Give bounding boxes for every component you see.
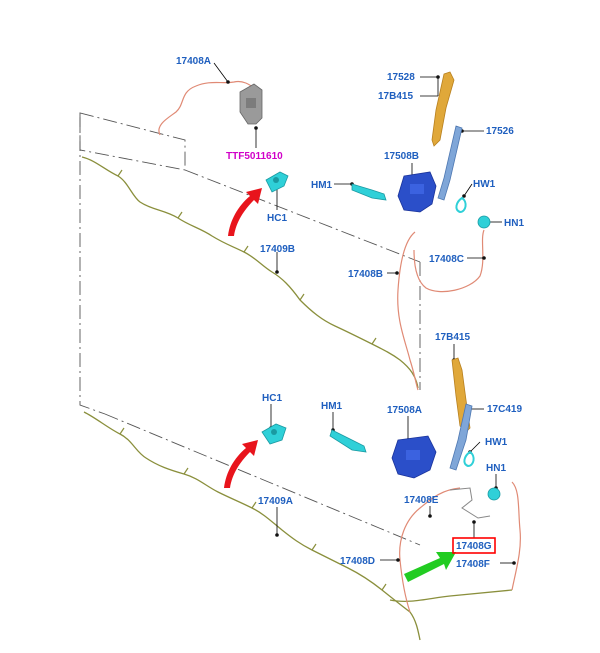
label-hn1-bottom[interactable]: HN1 [486,463,506,474]
label-17526[interactable]: 17526 [486,126,514,137]
washer-hose-bottom [463,450,475,468]
label-ttf5011610[interactable]: TTF5011610 [226,151,283,162]
harness-clips [117,169,387,591]
label-17408e[interactable]: 17408E [404,495,439,506]
label-17409b[interactable]: 17409B [260,244,295,255]
label-17408c[interactable]: 17408C [429,254,464,265]
leader-dots [226,75,516,565]
label-hw1-bottom[interactable]: HW1 [485,437,508,448]
wiper-arm-top [437,125,463,201]
label-17528[interactable]: 17528 [387,72,415,83]
tube-17408f [511,481,521,591]
harness-17409a [83,411,421,641]
washer-hose-top [455,196,467,214]
label-17408g[interactable]: 17408G [456,541,492,552]
red-arrow-icon [228,188,262,236]
tube-17408d [399,487,461,613]
tube-17408e [449,487,491,519]
harness-17409b [81,156,419,389]
harness-17409a-branch [389,589,513,602]
wiper-motor-bottom [391,435,437,479]
green-arrow-icon [404,552,456,582]
label-hm1-bottom[interactable]: HM1 [321,401,343,412]
label-17508b[interactable]: 17508B [384,151,419,162]
label-hn1-top[interactable]: HN1 [504,218,524,229]
label-17b415-top[interactable]: 17B415 [378,91,413,102]
red-arrow-icon [224,440,258,488]
label-hm1-top[interactable]: HM1 [311,180,333,191]
tube-17408c [413,229,485,293]
connector-hm-top [351,183,387,201]
label-hw1-top[interactable]: HW1 [473,179,496,190]
hose-clip-top [265,171,289,193]
label-hc1-top[interactable]: HC1 [267,213,287,224]
wiper-arm-bottom [449,403,473,471]
label-17508a[interactable]: 17508A [387,405,422,416]
tube-17408b [397,231,419,391]
label-17409a[interactable]: 17409A [258,496,293,507]
hose-clip-bottom [261,423,287,445]
bracket-part [239,83,263,125]
label-17c419[interactable]: 17C419 [487,404,522,415]
label-hc1-bottom[interactable]: HC1 [262,393,282,404]
wiper-blade-top [431,71,455,147]
connector-hm-bottom [329,429,367,453]
label-17b415-bottom[interactable]: 17B415 [435,332,470,343]
label-17408b[interactable]: 17408B [348,269,383,280]
highlight-box-17408g [452,537,496,554]
wiper-motor-top [397,171,437,213]
label-17408f[interactable]: 17408F [456,559,490,570]
nozzle-top [477,215,491,229]
nozzle-bottom [487,487,501,501]
tube-17408a [158,80,257,136]
panel-outline [79,112,421,546]
label-17408a[interactable]: 17408A [176,56,211,67]
label-17408d[interactable]: 17408D [340,556,375,567]
